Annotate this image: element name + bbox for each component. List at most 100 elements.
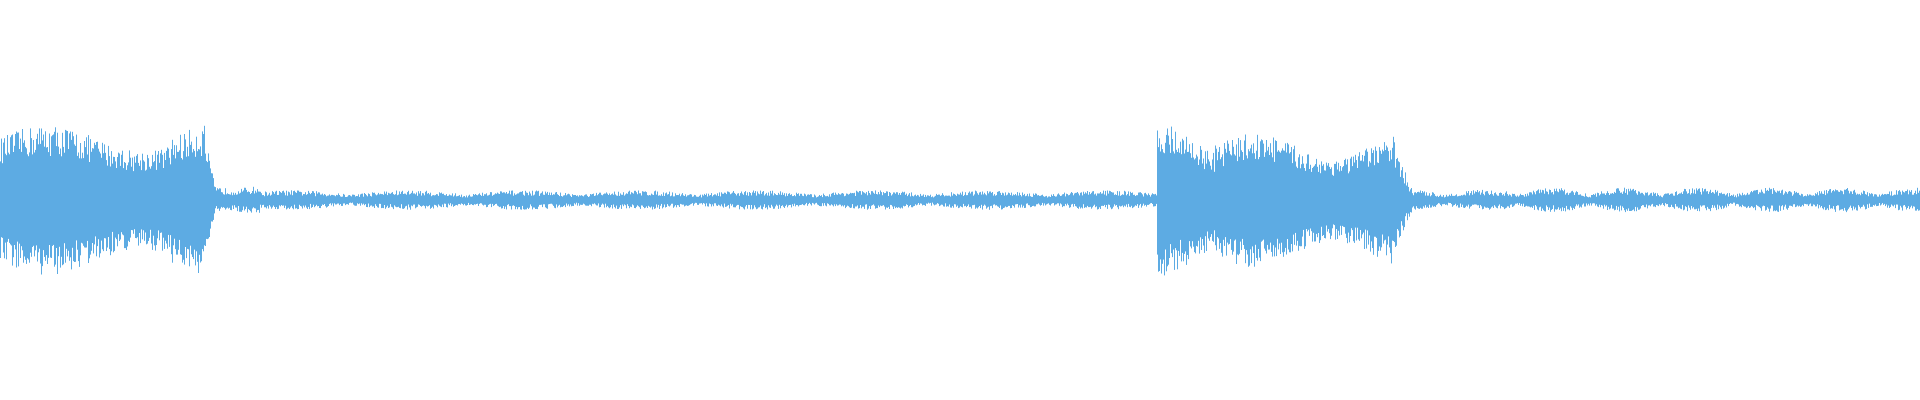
- waveform-bar: [975, 190, 976, 209]
- waveform-bar: [321, 194, 322, 206]
- waveform-bar: [1648, 195, 1649, 206]
- waveform-bar: [746, 195, 747, 205]
- waveform-bar: [1794, 191, 1795, 205]
- waveform-bar: [1285, 143, 1286, 248]
- waveform-bar: [562, 196, 563, 207]
- waveform-bar: [188, 156, 189, 250]
- waveform-bar: [811, 194, 812, 206]
- waveform-bar: [744, 192, 745, 210]
- waveform-bar: [1453, 195, 1454, 206]
- waveform-bar: [313, 191, 314, 205]
- waveform-bar: [161, 149, 162, 233]
- waveform-bar: [879, 194, 880, 208]
- waveform-bar: [631, 192, 632, 208]
- waveform-bar: [1671, 193, 1672, 205]
- waveform-bar: [629, 190, 630, 209]
- waveform-bar: [771, 193, 772, 205]
- waveform-bar: [101, 157, 102, 241]
- waveform-bar: [1616, 188, 1617, 206]
- waveform-bar: [1250, 148, 1251, 250]
- waveform-bar: [1849, 193, 1850, 208]
- waveform-bar: [26, 148, 27, 264]
- waveform-bar: [1298, 157, 1299, 251]
- waveform-bar: [1201, 149, 1202, 250]
- waveform-bar: [421, 195, 422, 207]
- waveform-bar: [1309, 169, 1310, 236]
- waveform-bar: [858, 192, 859, 209]
- waveform-bar: [66, 130, 67, 249]
- waveform-bar: [947, 195, 948, 207]
- waveform-bar: [1088, 194, 1089, 208]
- waveform-bar: [1259, 157, 1260, 258]
- waveform-bar: [1416, 193, 1417, 207]
- waveform-bar: [1891, 191, 1892, 205]
- waveform-bar: [1328, 163, 1329, 229]
- waveform-bar: [1482, 189, 1483, 210]
- waveform-bar: [866, 192, 867, 205]
- waveform-bar: [1489, 195, 1490, 210]
- waveform-bar: [1765, 188, 1766, 211]
- waveform-bar: [77, 155, 78, 250]
- waveform-bar: [678, 195, 679, 206]
- waveform-bar: [1459, 195, 1460, 208]
- waveform-bar: [459, 195, 460, 204]
- waveform-bar: [797, 194, 798, 206]
- waveform-bar: [158, 151, 159, 231]
- waveform-bar: [672, 192, 673, 204]
- waveform-bar: [767, 195, 768, 210]
- waveform-bar: [374, 192, 375, 208]
- waveform-bar: [184, 134, 185, 265]
- waveform-bar: [1680, 193, 1681, 209]
- waveform-bar: [925, 194, 926, 206]
- waveform-bar: [1591, 195, 1592, 206]
- waveform-bar: [54, 131, 55, 267]
- waveform-bar: [1158, 147, 1159, 272]
- waveform-bar: [324, 194, 325, 204]
- waveform-bar: [1339, 171, 1340, 236]
- waveform-bar: [1545, 188, 1546, 212]
- waveform-bar: [737, 193, 738, 205]
- waveform-bar: [1607, 191, 1608, 210]
- waveform-bar: [812, 197, 813, 203]
- waveform-bar: [1856, 194, 1857, 211]
- waveform-bar: [1605, 195, 1606, 207]
- waveform-bar: [543, 194, 544, 205]
- waveform-bar: [1407, 182, 1408, 221]
- waveform-bar: [146, 169, 147, 245]
- waveform-bar: [31, 138, 32, 257]
- waveform-bar: [949, 195, 950, 205]
- waveform-bar: [1730, 196, 1731, 204]
- waveform-bar: [589, 196, 590, 205]
- waveform-bar: [1092, 191, 1093, 208]
- waveform-bar: [1540, 189, 1541, 207]
- waveform-bar: [1137, 195, 1138, 205]
- waveform-bar: [375, 194, 376, 205]
- waveform-bar: [94, 142, 95, 245]
- waveform-bar: [426, 190, 427, 206]
- waveform-bar: [582, 195, 583, 205]
- waveform-bar: [1602, 193, 1603, 206]
- waveform-bar: [976, 191, 977, 208]
- waveform-bar: [1685, 189, 1686, 207]
- waveform-bar: [353, 194, 354, 205]
- waveform-bar: [1792, 195, 1793, 207]
- waveform-bar: [985, 194, 986, 206]
- waveform-bar: [917, 194, 918, 205]
- waveform-bar: [497, 192, 498, 206]
- waveform-bar: [1047, 197, 1048, 204]
- waveform-bar: [1090, 194, 1091, 207]
- waveform-bar: [1700, 191, 1701, 206]
- waveform-bar: [1136, 195, 1137, 206]
- waveform-bar: [922, 195, 923, 206]
- waveform-bar: [170, 164, 171, 236]
- waveform-bar: [1399, 162, 1400, 238]
- waveform-bar: [44, 146, 45, 257]
- waveform-bar: [1644, 195, 1645, 208]
- waveform-bar: [1000, 192, 1001, 206]
- waveform-bar: [847, 193, 848, 206]
- waveform-bar: [193, 149, 194, 260]
- waveform-bar: [831, 193, 832, 205]
- waveform-bar: [119, 153, 120, 241]
